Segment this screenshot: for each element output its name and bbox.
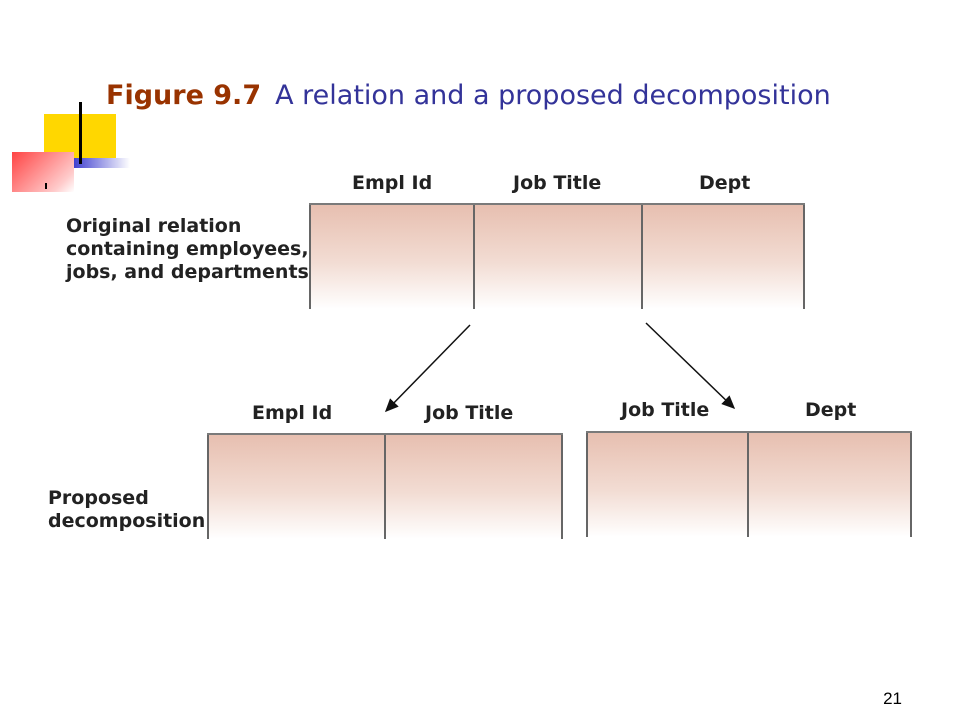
- table-cell: [747, 433, 912, 537]
- left-header-empl-id: Empl Id: [252, 402, 333, 424]
- slide-title: Figure 9.7 A relation and a proposed deco…: [106, 80, 831, 111]
- arrow-left: [384, 324, 471, 413]
- original-relation-table: [309, 203, 805, 309]
- figure-label: Figure 9.7: [106, 80, 262, 111]
- description-line: decomposition: [48, 510, 206, 532]
- decor-small-tick: [45, 183, 47, 189]
- original-header-dept: Dept: [699, 172, 751, 194]
- page-number: 21: [883, 689, 902, 708]
- left-decomposition-table: [207, 433, 563, 539]
- arrow-right: [645, 322, 736, 410]
- table-cell: [384, 435, 563, 539]
- table-cell: [586, 433, 747, 537]
- description-line: Original relation: [66, 215, 242, 237]
- figure-caption: A relation and a proposed decomposition: [275, 80, 831, 111]
- original-header-empl-id: Empl Id: [352, 172, 433, 194]
- decomposition-description: Proposed decomposition: [48, 487, 205, 533]
- table-cell: [207, 435, 384, 539]
- decor-blue-bar: [70, 158, 130, 168]
- table-cell: [641, 205, 805, 309]
- right-header-dept: Dept: [805, 399, 857, 421]
- right-decomposition-table: [586, 431, 912, 537]
- table-cell: [309, 205, 473, 309]
- left-header-job-title: Job Title: [425, 402, 514, 424]
- decor-vertical-line: [79, 102, 82, 164]
- right-header-job-title: Job Title: [621, 399, 710, 421]
- description-line: containing employees,: [66, 238, 309, 260]
- description-line: jobs, and departments.: [66, 261, 317, 283]
- original-relation-description: Original relation containing employees, …: [66, 215, 316, 284]
- decor-red-square: [12, 152, 74, 192]
- table-cell: [473, 205, 641, 309]
- description-line: Proposed: [48, 487, 149, 509]
- original-header-job-title: Job Title: [513, 172, 602, 194]
